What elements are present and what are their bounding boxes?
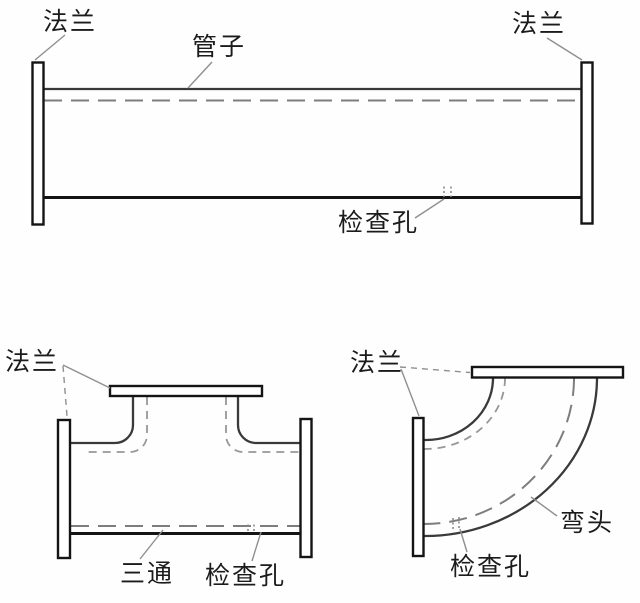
elbow-centerline-dashed-arc <box>423 377 575 525</box>
left-flange-shape <box>31 61 45 226</box>
elbow-left-flange-shape <box>411 416 425 558</box>
flange-right-leader-line <box>546 37 583 61</box>
tee-right-flange-shape <box>299 417 313 559</box>
flange-leader-line-left <box>400 368 420 417</box>
flange-leader-line-top <box>62 364 111 389</box>
tee-top-flange-shape <box>108 384 264 398</box>
inspection-hole-label: 检查孔 <box>450 552 531 581</box>
inspection-hole-leader-line <box>459 528 468 553</box>
tee-branch-right-outline <box>236 396 301 445</box>
inspection-hole-leader-line <box>251 531 262 562</box>
flange-left-label: 法兰 <box>43 7 97 36</box>
straight-pipe-figure: 法兰 管子 法兰 检查孔 <box>31 7 594 237</box>
elbow-figure: 法兰 弯头 检查孔 <box>350 348 625 581</box>
elbow-label: 弯头 <box>560 508 614 537</box>
inspection-hole-label: 检查孔 <box>205 561 286 590</box>
tee-left-flange-shape <box>56 418 72 560</box>
flange-label: 法兰 <box>350 348 404 377</box>
elbow-inner-arc <box>423 377 495 442</box>
right-flange-shape <box>580 61 594 225</box>
elbow-leader-line <box>530 496 558 517</box>
flange-right-label: 法兰 <box>512 9 566 38</box>
elbow-inner-wall-dashed-arc <box>423 377 506 450</box>
tee-leader-line <box>139 529 164 560</box>
elbow-top-flange-shape <box>470 365 625 379</box>
flange-leader-line-top <box>399 366 471 374</box>
flange-leader-line-left <box>62 365 68 417</box>
flange-label: 法兰 <box>5 347 59 376</box>
tee-figure: 法兰 三通 检查孔 <box>5 347 313 590</box>
inspection-hole-label: 检查孔 <box>338 208 419 237</box>
pipe-leader-line <box>187 61 213 89</box>
pipe-label: 管子 <box>192 32 246 61</box>
inspection-hole-leader-line <box>414 198 445 219</box>
tee-label: 三通 <box>120 559 174 588</box>
tee-branch-left-outline <box>70 396 135 445</box>
flange-left-leader-line <box>34 34 66 61</box>
